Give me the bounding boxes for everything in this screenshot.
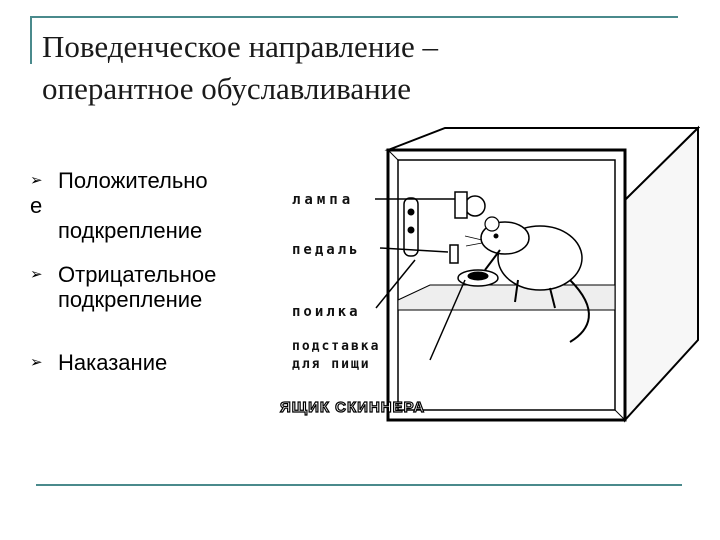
bullet-line: е	[30, 193, 43, 218]
slide-title: Поведенческое направление – оперантное о…	[42, 26, 662, 110]
bullet-line: подкрепление	[58, 218, 203, 243]
label-pedal: педаль	[292, 242, 361, 258]
label-food-stand-line-2: для пищи	[292, 357, 371, 372]
arrowhead-bullet-icon: ➢	[30, 172, 43, 189]
bullet-punishment: ➢ Наказание	[30, 350, 270, 375]
skinner-box-diagram: лампа педаль поилка подставка для пищи Я…	[279, 125, 700, 423]
arrowhead-bullet-icon: ➢	[30, 354, 43, 371]
bullet-line: Наказание	[58, 350, 168, 375]
label-lamp: лампа	[292, 192, 354, 208]
label-food-stand-line-1: подставка	[292, 339, 380, 354]
diagram-caption: ЯЩИК СКИННЕРА	[280, 399, 425, 416]
title-line-1: Поведенческое направление –	[42, 29, 439, 64]
rat-illustration	[464, 216, 590, 343]
skinner-box	[375, 125, 700, 423]
label-drinker: поилка	[292, 304, 361, 320]
top-rule	[30, 16, 678, 18]
bullet-line: Отрицательное	[58, 262, 217, 287]
bullet-line: подкрепление	[58, 287, 203, 312]
bullet-line: Положительно	[58, 168, 208, 193]
title-line-2: оперантное обуславливание	[42, 71, 412, 106]
left-rule	[30, 16, 32, 64]
bullet-positive-reinforcement: ➢ Положительно е подкрепление	[30, 168, 270, 243]
bullet-negative-reinforcement: ➢ Отрицательное подкрепление	[30, 262, 270, 312]
bottom-rule	[36, 484, 682, 486]
arrowhead-bullet-icon: ➢	[30, 266, 43, 283]
